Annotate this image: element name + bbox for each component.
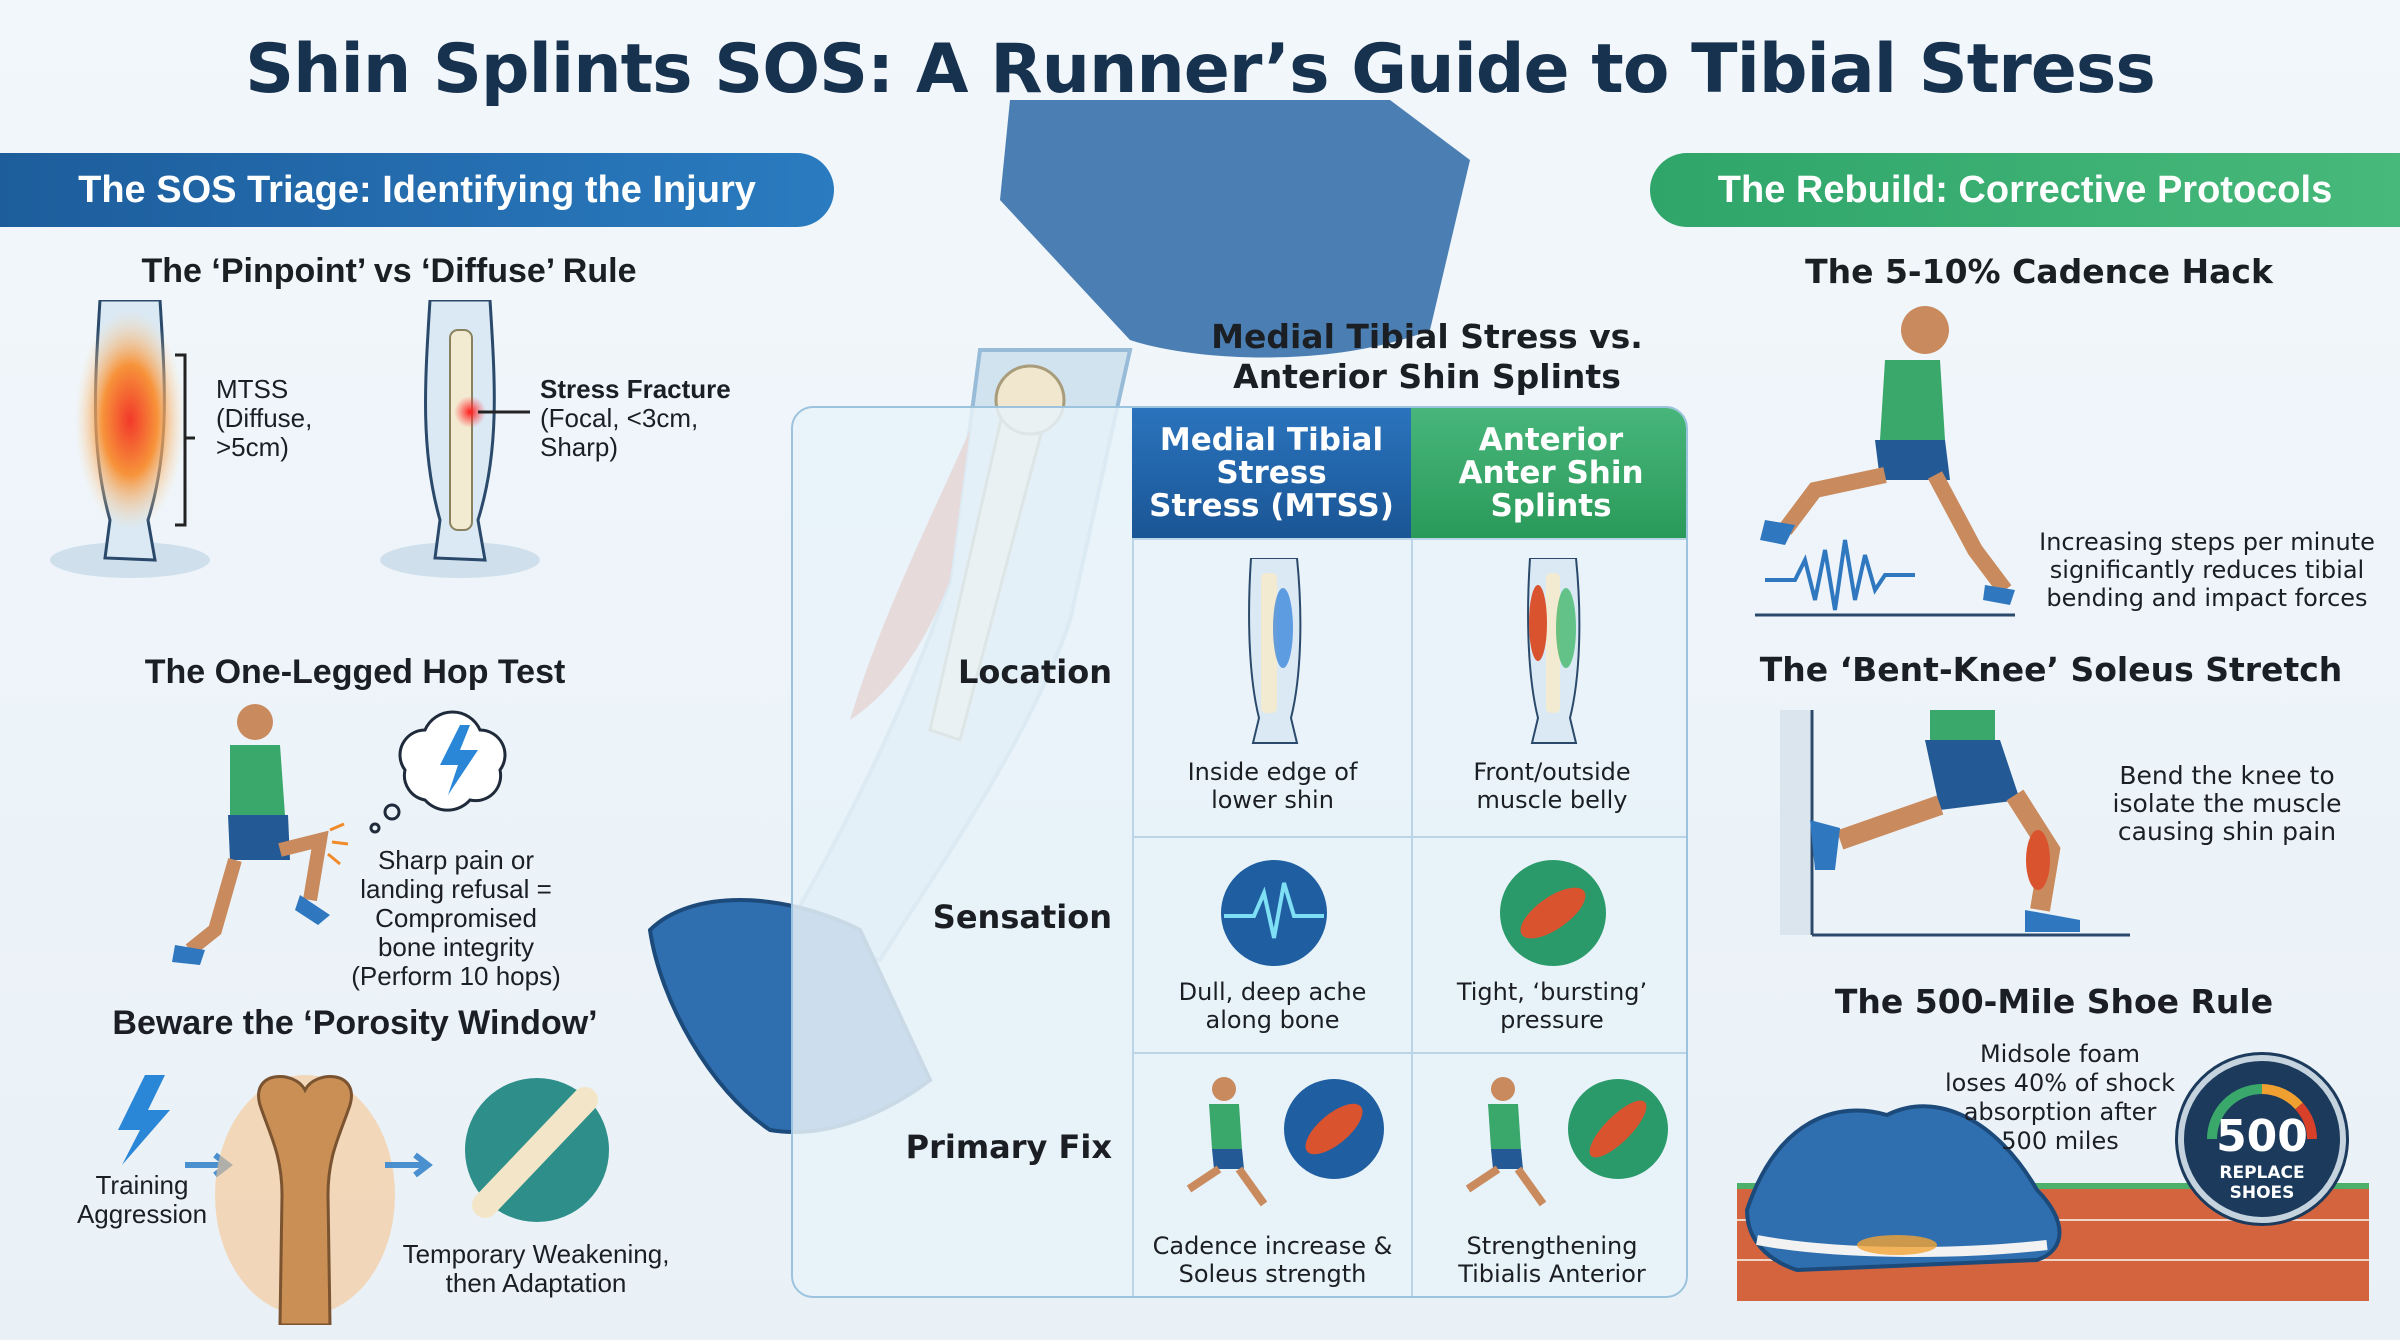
- cell-text: Strengthening: [1466, 1232, 1638, 1260]
- lightning-icon: [118, 1075, 170, 1165]
- cadence-text-line: significantly reduces tibial: [2049, 556, 2365, 584]
- shoe-text-line: 500 miles: [2001, 1127, 2119, 1155]
- shoe-text-line: absorption after: [1963, 1098, 2157, 1126]
- gauge-arc-icon: [2207, 1084, 2317, 1140]
- hop-text-line: Sharp pain or: [377, 845, 535, 875]
- cell-text: Cadence increase &: [1152, 1232, 1393, 1260]
- arrow-icon: [385, 1152, 433, 1178]
- gauge-value: 500: [2216, 1111, 2308, 1162]
- cell-text: along bone: [1205, 1006, 1340, 1034]
- shoe-text-line: loses 40% of shock: [1945, 1069, 2175, 1097]
- waveform-icon: [1765, 539, 1915, 611]
- hop-text-line: bone integrity: [377, 932, 535, 962]
- header-line: Splints: [1490, 487, 1612, 524]
- hop-test-heading: The One-Legged Hop Test: [144, 653, 566, 691]
- medial-shin-leg-icon: [1248, 558, 1302, 744]
- bursting-muscle-icon: [1500, 860, 1606, 966]
- cell-text: Inside edge of: [1187, 758, 1358, 786]
- cadence-runner-illustration: [1755, 306, 2015, 617]
- stretch-text: Bend the knee to isolate the muscle caus…: [2113, 762, 2342, 846]
- gauge-label-line: SHOES: [2229, 1183, 2295, 1203]
- row-label-location: Location: [958, 653, 1112, 691]
- comparison-table-title: Medial Tibial Stress vs. Anterior Shin S…: [1211, 317, 1643, 397]
- fracture-label-line: Sharp): [540, 432, 619, 462]
- cadence-text-line: bending and impact forces: [2046, 584, 2368, 612]
- cell-mtss-fix: Cadence increase &Soleus strength: [1132, 1052, 1411, 1296]
- step1-line: Training: [95, 1170, 189, 1200]
- shoe-rule-heading: The 500-Mile Shoe Rule: [1834, 982, 2274, 1021]
- table-title-line: Anterior Shin Splints: [1233, 357, 1621, 396]
- leg-comparison-illustration: [50, 300, 540, 578]
- cell-text: Tight, ‘bursting’: [1456, 978, 1648, 1006]
- fracture-label-line: (Focal, <3cm,: [540, 403, 699, 433]
- porosity-process-illustration: [118, 1075, 609, 1325]
- training-aggression-label: Training Aggression: [77, 1171, 207, 1229]
- shoe-text: Midsole foam loses 40% of shock absorpti…: [1945, 1040, 2175, 1156]
- cell-anterior-sensation: Tight, ‘bursting’pressure: [1411, 836, 1686, 1052]
- soleus-stretch-illustration: [1780, 710, 2130, 937]
- anterior-shin-leg-icon: [1527, 558, 1581, 744]
- header-line: Stress: [1216, 454, 1327, 491]
- cadence-heading: The 5-10% Cadence Hack: [1805, 252, 2273, 291]
- cell-text: muscle belly: [1476, 786, 1628, 814]
- cell-text: pressure: [1500, 1006, 1604, 1034]
- stretch-text-line: causing shin pain: [2117, 817, 2337, 846]
- step1-line: Aggression: [76, 1199, 208, 1229]
- porosity-heading: Beware the ‘Porosity Window’: [112, 1004, 598, 1042]
- cell-text: Dull, deep ache: [1178, 978, 1367, 1006]
- replace-shoes-gauge: 500 REPLACE SHOES: [2178, 1055, 2346, 1223]
- hop-test-text: Sharp pain or landing refusal = Compromi…: [351, 846, 561, 991]
- stretch-heading: The ‘Bent-Knee’ Soleus Stretch: [1759, 650, 2343, 689]
- heartbeat-icon: [1221, 860, 1327, 966]
- gauge-label: REPLACE SHOES: [2184, 1163, 2340, 1203]
- rebuild-banner: The Rebuild: Corrective Protocols: [1650, 153, 2400, 227]
- step3-line: then Adaptation: [445, 1268, 627, 1298]
- cell-text: Front/outside: [1473, 758, 1631, 786]
- hop-text-line: (Perform 10 hops): [351, 961, 561, 991]
- cadence-text-line: Increasing steps per minute: [2039, 528, 2375, 556]
- cadence-text: Increasing steps per minute significantl…: [2039, 528, 2375, 612]
- header-line: Stress (MTSS): [1149, 487, 1394, 524]
- fracture-label: Stress Fracture (Focal, <3cm, Sharp): [540, 375, 731, 462]
- gauge-label-line: REPLACE: [2219, 1163, 2305, 1183]
- hop-text-line: landing refusal =: [360, 874, 552, 904]
- runner-and-soleus-icon: [1186, 1077, 1384, 1207]
- row-label-primary-fix: Primary Fix: [905, 1128, 1112, 1166]
- runner-and-tibialis-icon: [1465, 1077, 1668, 1207]
- porous-bone-icon: [257, 1075, 353, 1325]
- mtss-label: MTSS (Diffuse, >5cm): [216, 375, 312, 462]
- cell-text: lower shin: [1211, 786, 1334, 814]
- cell-text: Tibialis Anterior: [1458, 1260, 1646, 1288]
- stretch-text-line: isolate the muscle: [2112, 789, 2342, 818]
- row-label-sensation: Sensation: [932, 898, 1112, 936]
- hopping-runner-illustration: [172, 704, 507, 965]
- fracture-label-line: Stress Fracture: [540, 374, 731, 404]
- header-line: Anterior: [1478, 421, 1624, 458]
- triage-banner: The SOS Triage: Identifying the Injury: [0, 153, 834, 227]
- mtss-label-line: MTSS: [216, 374, 289, 404]
- mtss-label-line: (Diffuse,: [216, 403, 313, 433]
- hop-text-line: Compromised: [375, 903, 537, 933]
- adaptation-label: Temporary Weakening, then Adaptation: [403, 1240, 670, 1298]
- page-title: Shin Splints SOS: A Runner’s Guide to Ti…: [245, 30, 2156, 109]
- header-line: Medial Tibial: [1159, 421, 1384, 458]
- table-title-line: Medial Tibial Stress vs.: [1211, 317, 1643, 356]
- header-line: Anter Shin: [1458, 454, 1644, 491]
- shoe-text-line: Midsole foam: [1979, 1040, 2141, 1068]
- pinpoint-heading: The ‘Pinpoint’ vs ‘Diffuse’ Rule: [141, 252, 637, 290]
- step3-line: Temporary Weakening,: [402, 1239, 670, 1269]
- running-shoe-icon: [1744, 1104, 2062, 1273]
- cell-text: Soleus strength: [1178, 1260, 1367, 1288]
- mtss-label-line: >5cm): [216, 432, 289, 462]
- stretch-text-line: Bend the knee to: [2119, 761, 2335, 790]
